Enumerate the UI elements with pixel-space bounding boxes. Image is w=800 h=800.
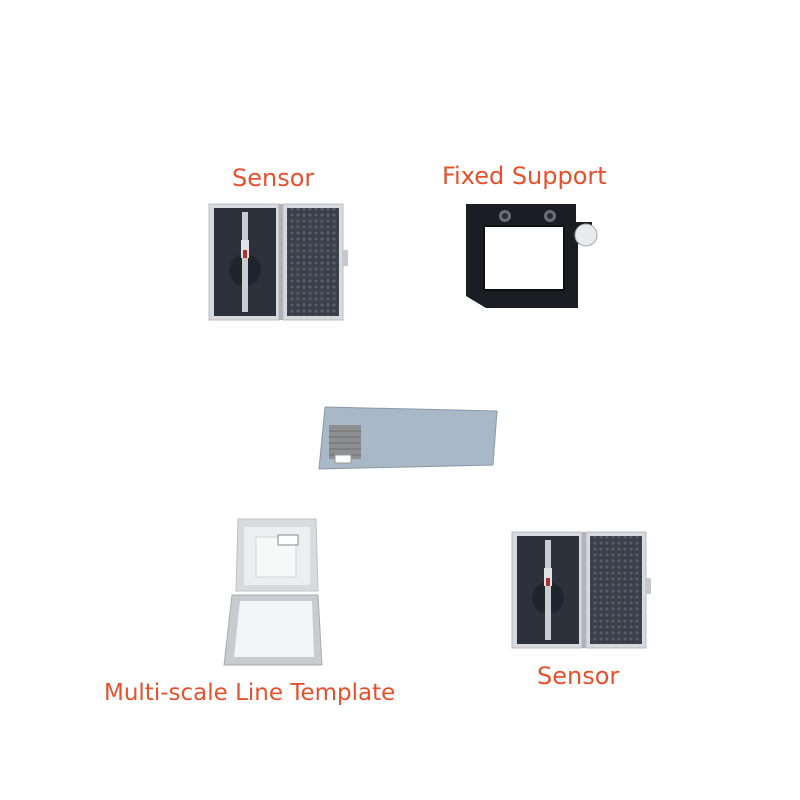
label-multi-scale-line-template: Multi-scale Line Template: [104, 680, 396, 706]
sensor-case-top-image: [208, 203, 348, 321]
label-sensor-bottom: Sensor: [537, 662, 620, 690]
glass-slide-image: [318, 406, 498, 470]
sensor-case-bottom-image: [511, 531, 651, 649]
fixed-support-image: [466, 204, 598, 308]
label-fixed-support: Fixed Support: [442, 162, 607, 190]
label-sensor-top: Sensor: [232, 164, 315, 192]
template-case-image: [223, 518, 323, 666]
